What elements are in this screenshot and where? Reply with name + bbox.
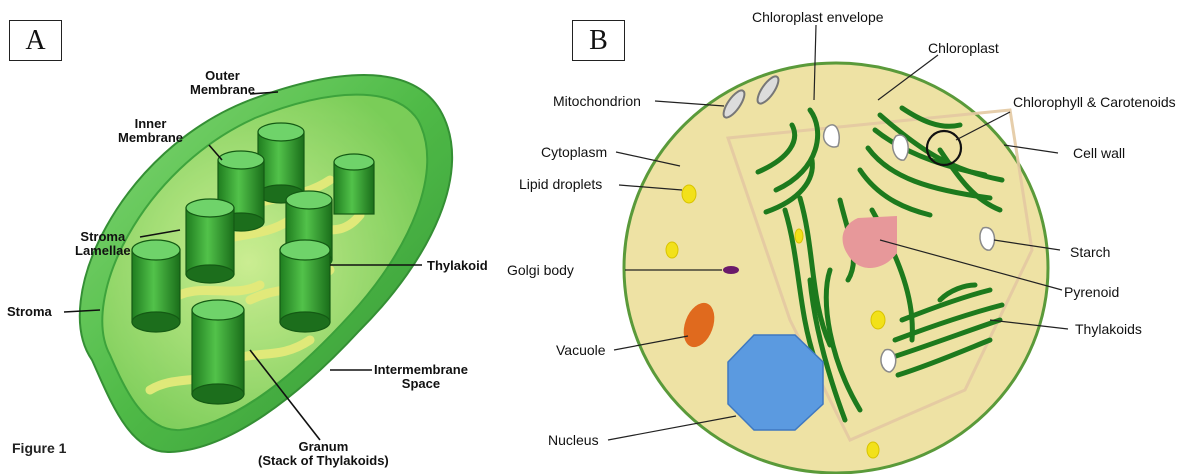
label-golgi-body: Golgi body bbox=[507, 263, 574, 278]
label-granum-line2: (Stack of Thylakoids) bbox=[258, 454, 389, 468]
granum-stack bbox=[258, 123, 304, 203]
label-stroma: Stroma bbox=[7, 305, 52, 319]
granum-stack bbox=[334, 154, 374, 214]
label-granum: Granum (Stack of Thylakoids) bbox=[258, 440, 389, 468]
label-inner-membrane-line1: Inner bbox=[118, 117, 183, 131]
label-stroma-lamellae-line2: Lamellae bbox=[75, 244, 131, 258]
granum-stack bbox=[186, 199, 234, 283]
granum-stack bbox=[132, 240, 180, 332]
label-thylakoid: Thylakoid bbox=[427, 259, 488, 273]
label-pyrenoid: Pyrenoid bbox=[1064, 285, 1119, 300]
golgi-body-shape bbox=[723, 266, 739, 274]
label-chloroplast-envelope: Chloroplast envelope bbox=[752, 10, 884, 25]
granum-stack bbox=[280, 240, 330, 332]
label-chloroplast: Chloroplast bbox=[928, 41, 999, 56]
label-granum-line1: Granum bbox=[258, 440, 389, 454]
label-cell-wall: Cell wall bbox=[1073, 146, 1125, 161]
label-cytoplasm: Cytoplasm bbox=[541, 145, 607, 160]
label-intermembrane-line1: Intermembrane bbox=[374, 363, 468, 377]
label-nucleus: Nucleus bbox=[548, 433, 599, 448]
panel-a-label: A bbox=[9, 20, 62, 61]
label-outer-membrane-line1: Outer bbox=[190, 69, 255, 83]
label-intermembrane-line2: Space bbox=[374, 377, 468, 391]
nucleus-shape bbox=[728, 335, 823, 430]
granum-stack bbox=[192, 300, 244, 404]
label-lipid-droplets: Lipid droplets bbox=[519, 177, 602, 192]
figure-caption: Figure 1 bbox=[12, 440, 66, 456]
label-outer-membrane: Outer Membrane bbox=[190, 69, 255, 97]
label-inner-membrane-line2: Membrane bbox=[118, 131, 183, 145]
label-chlorophyll-carotenoids: Chlorophyll & Carotenoids bbox=[1013, 95, 1176, 110]
label-mitochondrion: Mitochondrion bbox=[553, 94, 641, 109]
panel-b-label: B bbox=[572, 20, 625, 61]
label-thylakoids: Thylakoids bbox=[1075, 322, 1142, 337]
label-inner-membrane: Inner Membrane bbox=[118, 117, 183, 145]
label-stroma-lamellae-line1: Stroma bbox=[75, 230, 131, 244]
label-outer-membrane-line2: Membrane bbox=[190, 83, 255, 97]
label-starch: Starch bbox=[1070, 245, 1110, 260]
label-intermembrane-space: Intermembrane Space bbox=[374, 363, 468, 391]
plant-cell-illustration bbox=[608, 25, 1068, 473]
label-vacuole: Vacuole bbox=[556, 343, 606, 358]
label-stroma-lamellae: Stroma Lamellae bbox=[75, 230, 131, 258]
